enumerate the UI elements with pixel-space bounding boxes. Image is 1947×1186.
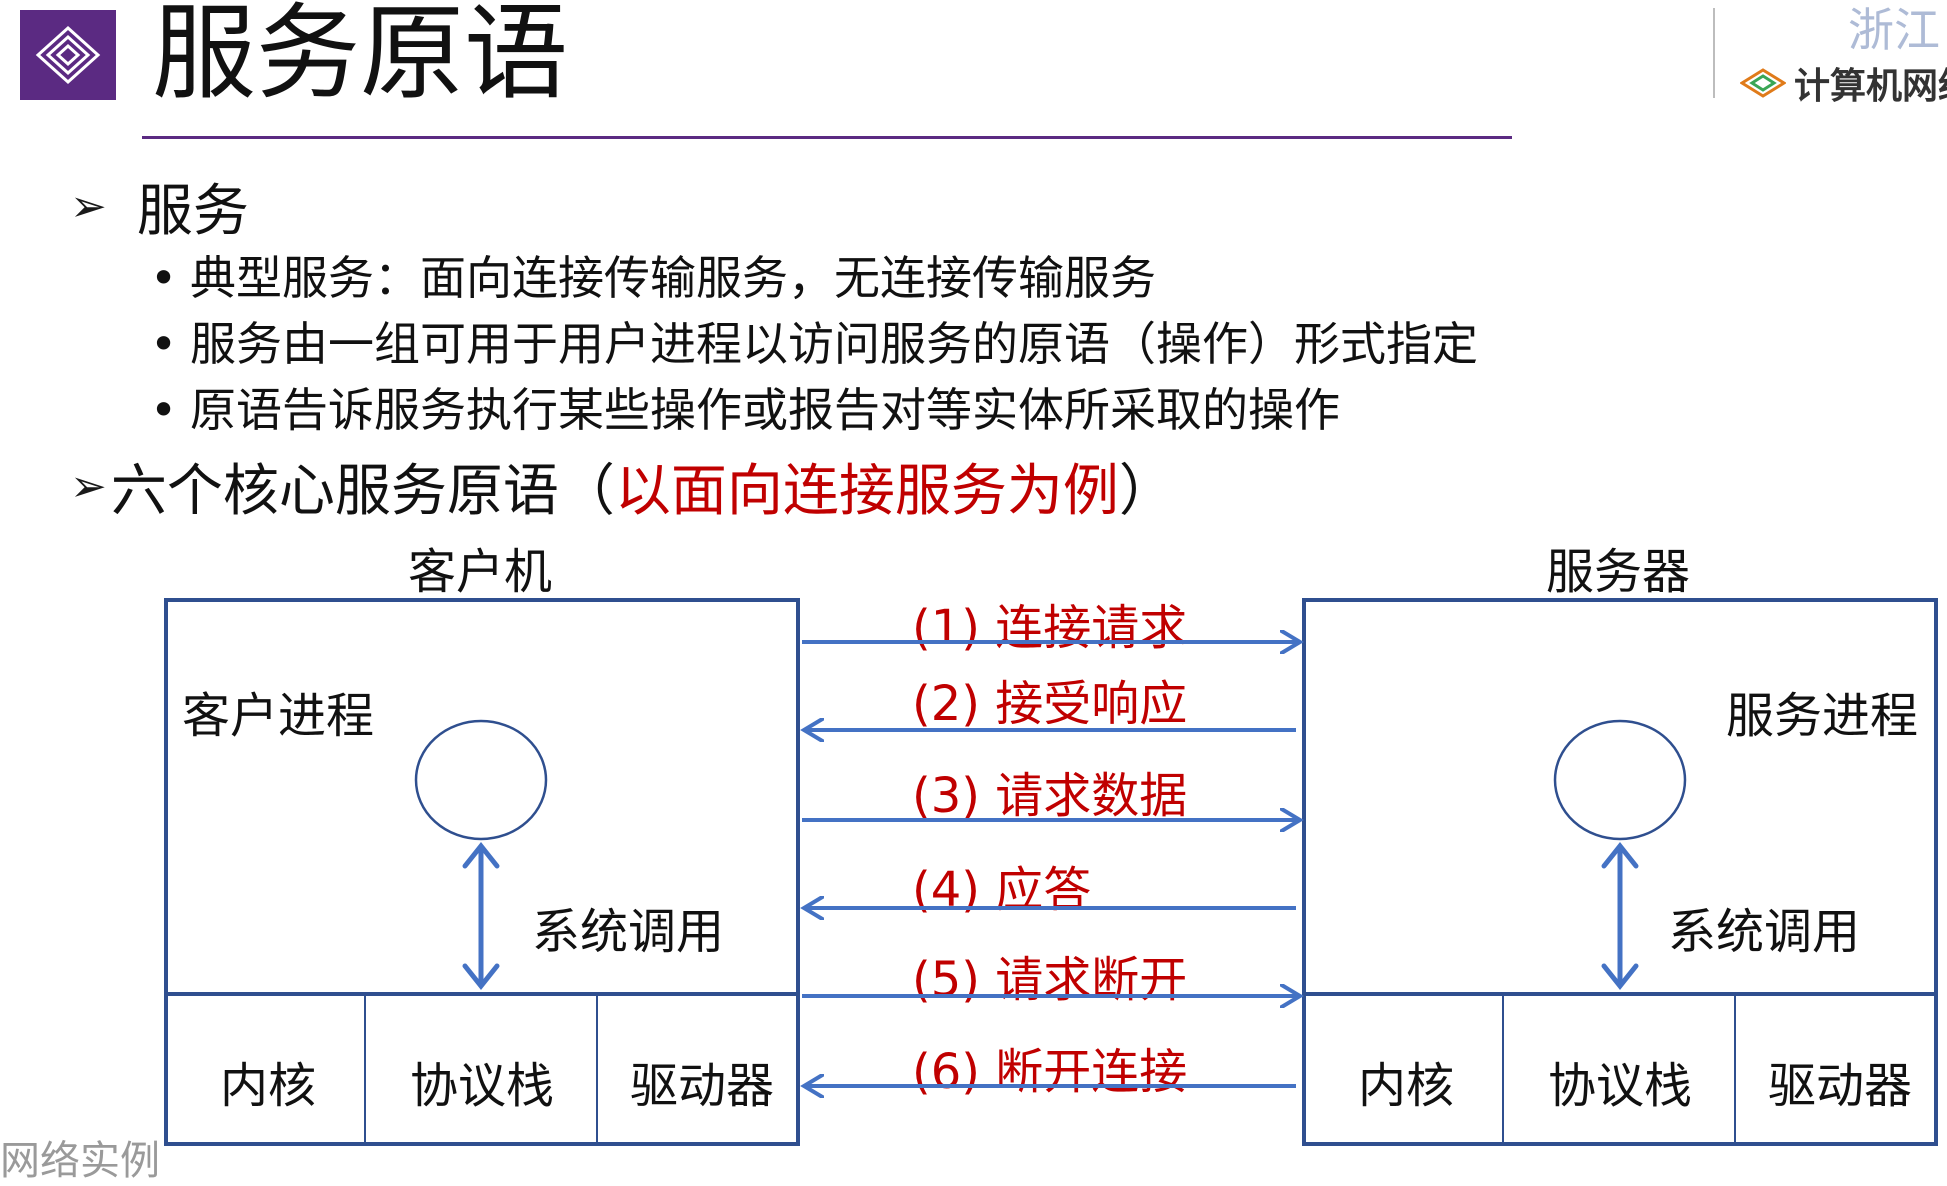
course-logo xyxy=(20,10,116,100)
server-stack-cell: 协议栈 xyxy=(1548,1058,1693,1114)
university-watermark: 浙江 xyxy=(1848,3,1940,57)
arrow-bullet-icon: ➢ xyxy=(70,181,107,232)
message-label: (2) 接受响应 xyxy=(912,676,1188,732)
server-syscall-arrow xyxy=(1601,841,1639,991)
server-layer-divider xyxy=(1302,992,1938,996)
brand-logo-icon xyxy=(1740,68,1786,98)
message-label: (6) 断开连接 xyxy=(912,1044,1188,1100)
server-process-label: 服务进程 xyxy=(1726,688,1919,744)
section-heading-text: 六个核心服务原语（以面向连接服务为例） xyxy=(110,459,1175,524)
bullet-text: 典型服务：面向连接传输服务，无连接传输服务 xyxy=(190,251,1156,305)
client-process-circle xyxy=(414,719,548,841)
server-process-circle xyxy=(1553,719,1687,841)
client-title: 客户机 xyxy=(408,544,553,600)
title-underline xyxy=(142,136,1512,139)
header-divider xyxy=(1713,8,1715,98)
eye-logo-icon xyxy=(35,25,101,85)
bullet-dot-icon: • xyxy=(150,251,178,305)
bullet-text: 原语告诉服务执行某些操作或报告对等实体所采取的操作 xyxy=(190,383,1340,437)
arrow-bullet-icon: ➢ xyxy=(70,461,107,512)
brand-block: 计算机网络 xyxy=(1740,58,1947,108)
server-syscall-label: 系统调用 xyxy=(1668,904,1861,960)
brand-name: 计算机网络 xyxy=(1794,66,1947,107)
client-layer-divider xyxy=(164,992,800,996)
client-driver-cell: 驱动器 xyxy=(630,1058,775,1114)
message-label: (3) 请求数据 xyxy=(912,768,1188,824)
footer-caption: 网络实例 xyxy=(0,1138,160,1184)
section-heading-text: 服务 xyxy=(136,179,249,244)
client-syscall-arrow xyxy=(462,841,500,991)
client-process-label: 客户进程 xyxy=(182,688,375,744)
bullet-item: •典型服务：面向连接传输服务，无连接传输服务 xyxy=(150,242,1156,308)
bullet-text: 服务由一组可用于用户进程以访问服务的原语（操作）形式指定 xyxy=(190,317,1478,371)
section-heading-service: ➢ 服务 xyxy=(70,166,249,247)
client-cell-divider xyxy=(364,994,366,1144)
section-heading-primitives: ➢ 六个核心服务原语（以面向连接服务为例） xyxy=(70,446,1175,527)
server-title: 服务器 xyxy=(1546,544,1691,600)
message-label: (5) 请求断开 xyxy=(912,952,1188,1008)
bullet-dot-icon: • xyxy=(150,317,178,371)
client-syscall-label: 系统调用 xyxy=(532,904,725,960)
server-cell-divider xyxy=(1734,994,1736,1144)
bullet-dot-icon: • xyxy=(150,383,178,437)
server-cell-divider xyxy=(1502,994,1504,1144)
client-stack-cell: 协议栈 xyxy=(410,1058,555,1114)
bullet-item: •服务由一组可用于用户进程以访问服务的原语（操作）形式指定 xyxy=(150,308,1478,374)
client-kernel-cell: 内核 xyxy=(220,1058,317,1114)
message-label: (1) 连接请求 xyxy=(912,600,1188,656)
client-cell-divider xyxy=(596,994,598,1144)
bullet-item: •原语告诉服务执行某些操作或报告对等实体所采取的操作 xyxy=(150,374,1340,440)
server-kernel-cell: 内核 xyxy=(1358,1058,1455,1114)
highlight-text: 以面向连接服务为例 xyxy=(614,459,1119,524)
page-title: 服务原语 xyxy=(152,0,569,114)
server-driver-cell: 驱动器 xyxy=(1768,1058,1913,1114)
